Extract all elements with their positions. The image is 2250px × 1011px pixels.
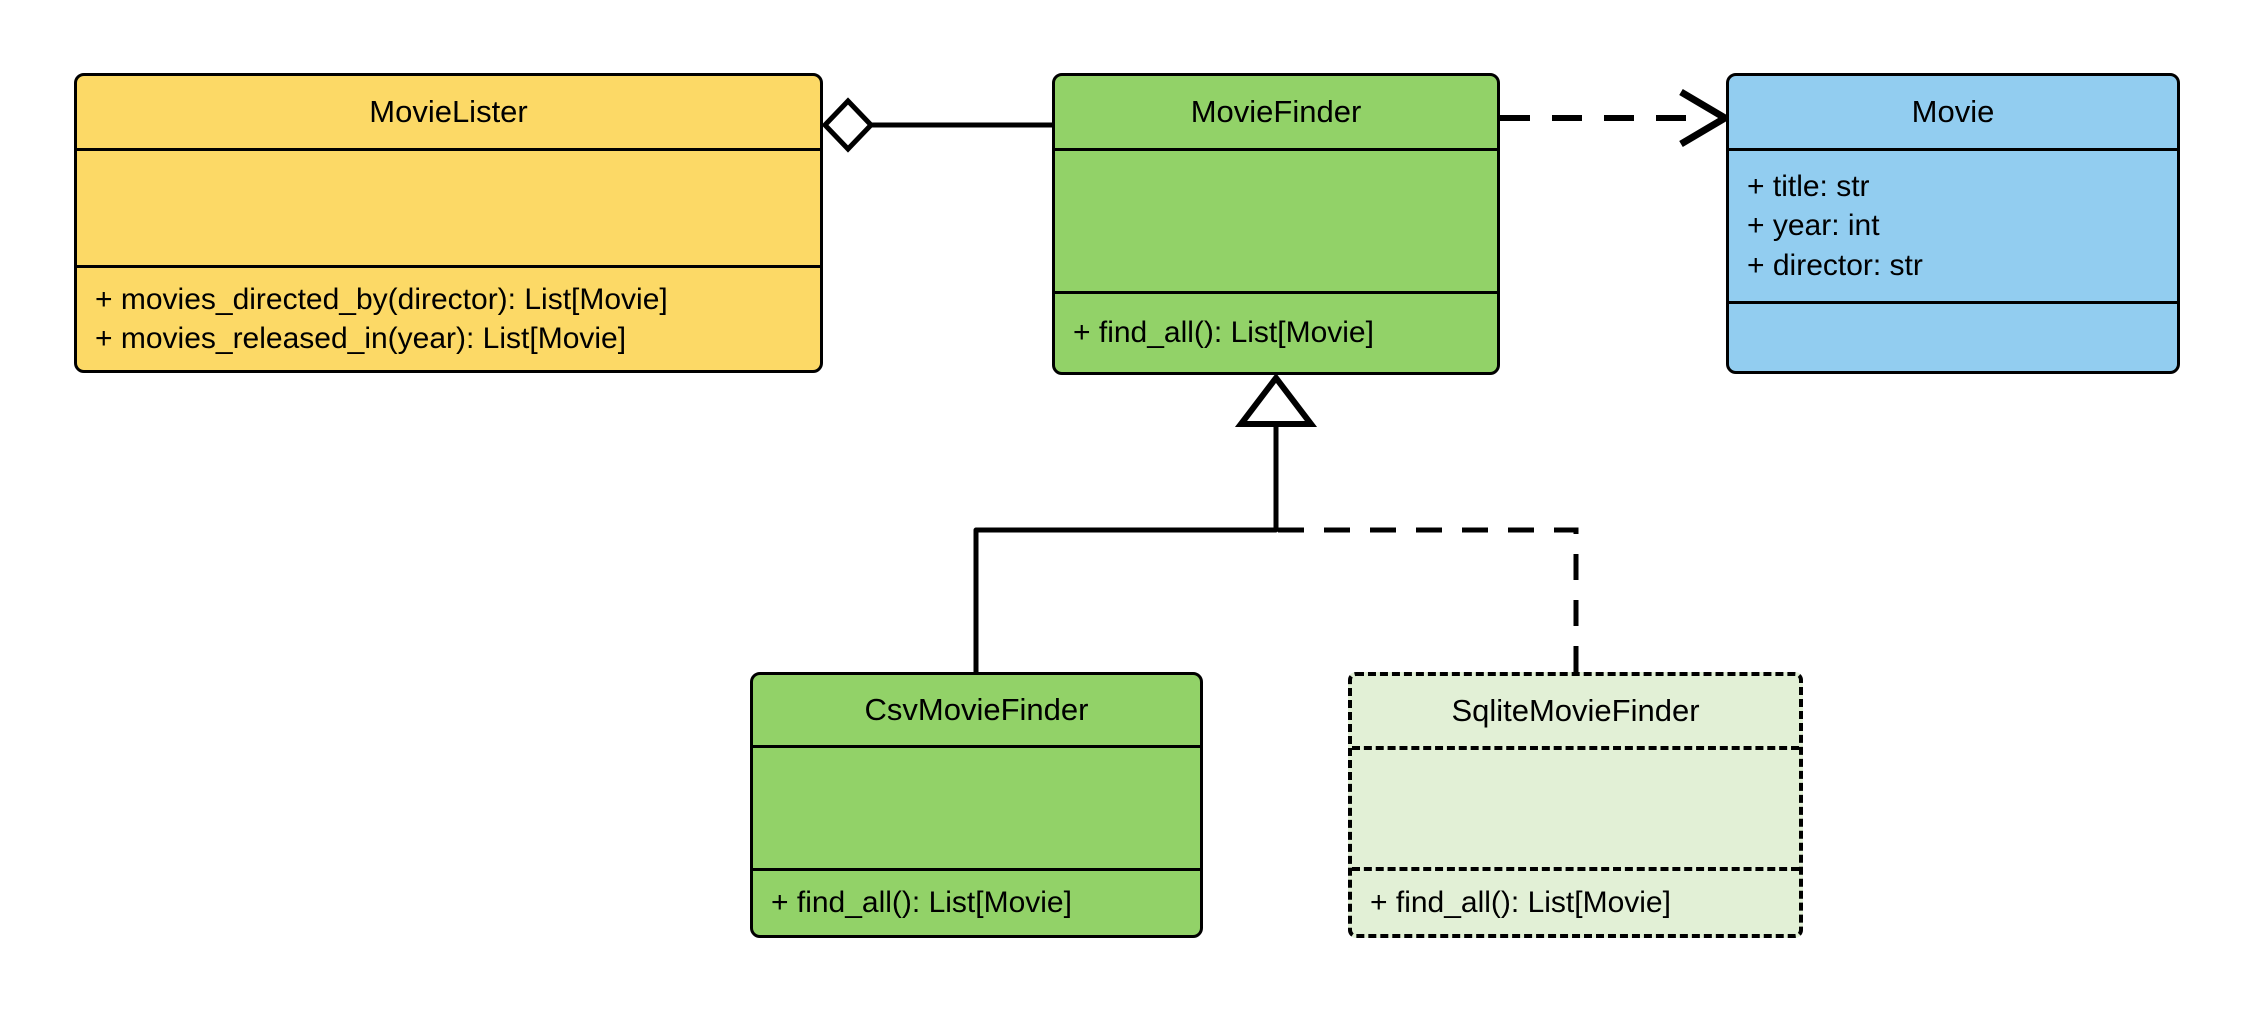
generalization-line-sqlite xyxy=(1276,527,1579,672)
methods-compartment: + find_all(): List[Movie] xyxy=(1055,291,1497,372)
method-item: + movies_directed_by(director): List[Mov… xyxy=(95,282,668,316)
attributes-compartment xyxy=(1055,148,1497,291)
class-box-sqlite-movie-finder[interactable]: SqliteMovieFinder + find_all(): List[Mov… xyxy=(1348,672,1803,938)
aggregation-lister-finder xyxy=(821,97,1052,153)
methods-compartment: + movies_directed_by(director): List[Mov… xyxy=(77,265,820,370)
open-arrow-icon xyxy=(1679,88,1732,148)
dependency-finder-movie xyxy=(1500,88,1732,148)
class-box-csv-movie-finder[interactable]: CsvMovieFinder + find_all(): List[Movie] xyxy=(750,672,1203,938)
class-name-label: MovieFinder xyxy=(1190,93,1362,129)
class-name-compartment: MovieFinder xyxy=(1055,76,1497,148)
inheritance-sqlite-finder xyxy=(1276,527,1579,672)
class-name-label: CsvMovieFinder xyxy=(864,691,1089,727)
attribute-item: + director: str xyxy=(1747,248,1923,282)
hollow-diamond-icon xyxy=(821,97,875,153)
method-item: + movies_released_in(year): List[Movie] xyxy=(95,322,627,356)
attributes-compartment xyxy=(753,745,1200,868)
class-name-compartment: SqliteMovieFinder xyxy=(1352,676,1799,746)
methods-compartment: + find_all(): List[Movie] xyxy=(753,867,1200,935)
attribute-item: + title: str xyxy=(1747,169,1870,203)
class-name-label: Movie xyxy=(1911,93,1995,129)
generalization-line-csv xyxy=(973,420,1279,672)
method-item: + find_all(): List[Movie] xyxy=(1073,316,1374,350)
attributes-compartment xyxy=(1352,746,1799,867)
class-box-movie[interactable]: Movie + title: str + year: int + directo… xyxy=(1726,73,2180,374)
class-name-compartment: Movie xyxy=(1729,76,2177,148)
method-item: + find_all(): List[Movie] xyxy=(771,886,1072,920)
class-box-movie-lister[interactable]: MovieLister + movies_directed_by(directo… xyxy=(74,73,823,373)
methods-compartment xyxy=(1729,301,2177,371)
inheritance-csv-finder xyxy=(973,420,1279,672)
attributes-compartment xyxy=(77,148,820,265)
class-name-label: MovieLister xyxy=(369,93,528,129)
attributes-compartment: + title: str + year: int + director: str xyxy=(1729,148,2177,301)
method-item: + find_all(): List[Movie] xyxy=(1370,885,1671,919)
class-name-label: SqliteMovieFinder xyxy=(1451,692,1700,728)
attribute-item: + year: int xyxy=(1747,209,1880,243)
class-name-compartment: CsvMovieFinder xyxy=(753,675,1200,745)
class-name-compartment: MovieLister xyxy=(77,76,820,148)
methods-compartment: + find_all(): List[Movie] xyxy=(1352,867,1799,934)
hollow-triangle-icon xyxy=(1234,373,1318,427)
class-box-movie-finder[interactable]: MovieFinder + find_all(): List[Movie] xyxy=(1052,73,1500,375)
